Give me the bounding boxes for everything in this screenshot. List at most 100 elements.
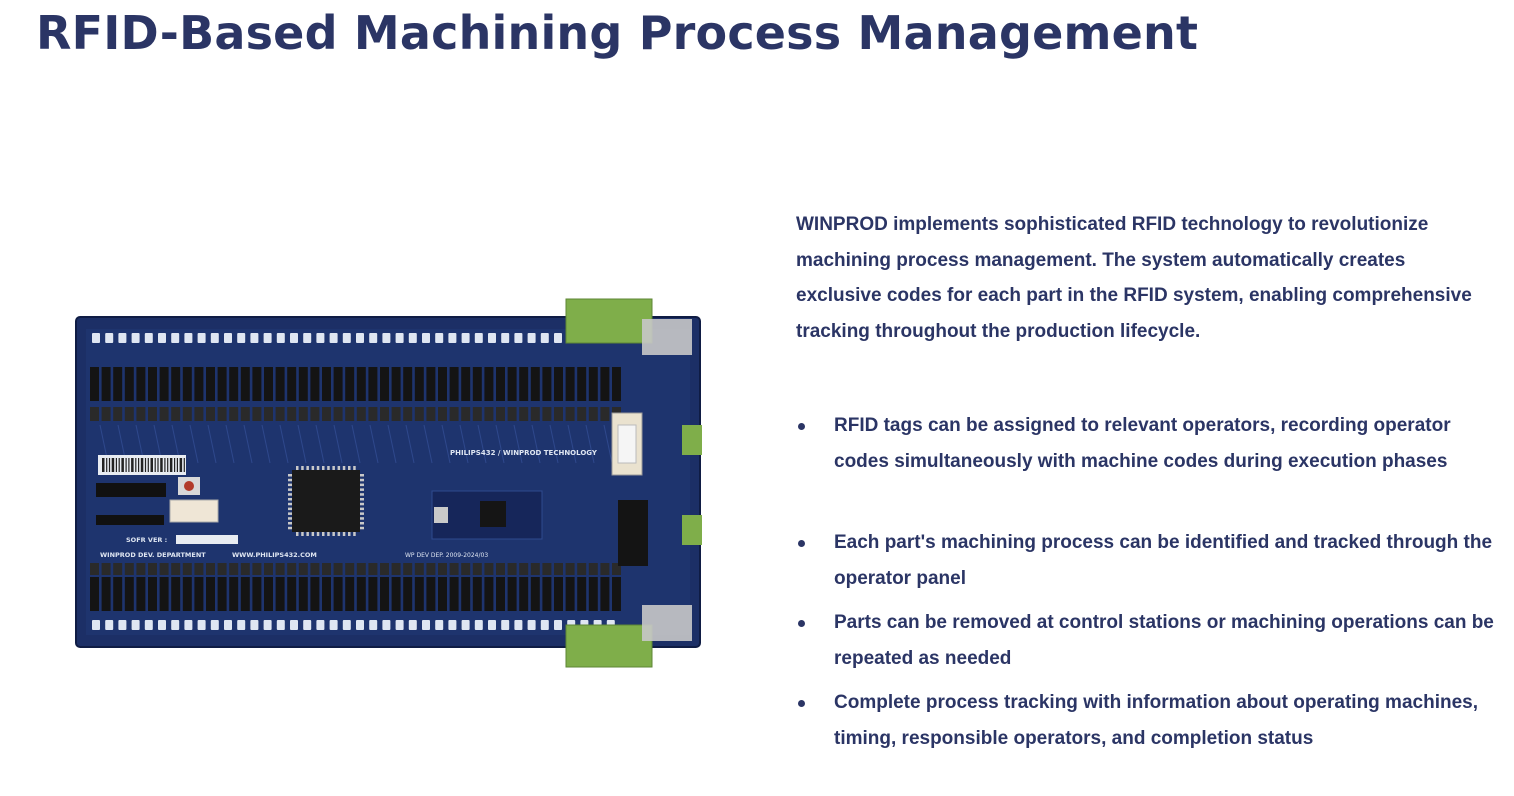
list-item-text: Complete process tracking with informati…	[834, 692, 1478, 749]
terminal	[182, 367, 192, 401]
list-item: RFID tags can be assigned to relevant op…	[796, 408, 1501, 480]
terminal	[90, 577, 99, 611]
ic-pin	[353, 532, 356, 536]
pin	[395, 333, 404, 343]
terminal	[530, 407, 540, 421]
terminal	[507, 407, 517, 421]
trace	[477, 424, 487, 464]
terminal	[240, 367, 250, 401]
terminal	[113, 577, 123, 611]
terminal	[600, 577, 610, 611]
terminal	[206, 407, 215, 421]
pcb-board-illustration: PHILIPS432 / WINPROD TECHNOLOGY WINPROD …	[75, 298, 702, 668]
terminal	[148, 407, 157, 421]
pin	[395, 620, 404, 630]
trace	[567, 424, 577, 464]
pin	[210, 333, 219, 343]
barcode-bar	[131, 458, 134, 472]
silk-web: WWW.PHILIPS432.COM	[232, 551, 317, 559]
terminal	[136, 563, 146, 575]
ic-pin	[332, 532, 335, 536]
barcode-bar	[169, 458, 173, 472]
terminal	[507, 577, 517, 611]
terminal	[310, 407, 320, 421]
usb-port	[434, 507, 448, 523]
terminal	[182, 563, 192, 575]
trace	[423, 424, 433, 464]
ic-pin	[360, 507, 364, 511]
terminal	[182, 407, 192, 421]
terminal	[287, 577, 297, 611]
bottom-terminal-row	[90, 563, 621, 611]
terminal	[275, 577, 285, 611]
pin	[303, 333, 312, 343]
terminal	[113, 563, 123, 575]
terminal	[577, 577, 587, 611]
intro-paragraph: WINPROD implements sophisticated RFID te…	[796, 214, 1472, 342]
terminal	[461, 577, 471, 611]
bullet-icon	[798, 620, 805, 627]
terminal	[519, 577, 529, 611]
terminal	[426, 367, 436, 401]
terminal	[588, 577, 598, 611]
pin	[290, 333, 298, 343]
pin	[448, 333, 457, 343]
ic-pin	[337, 532, 341, 536]
silk-company: PHILIPS432 / WINPROD TECHNOLOGY	[450, 449, 598, 457]
terminal	[252, 407, 262, 421]
pin	[290, 620, 298, 630]
pin	[356, 620, 364, 630]
terminal	[240, 563, 250, 575]
terminal	[449, 563, 459, 575]
terminal	[461, 367, 471, 401]
terminal	[148, 577, 157, 611]
pin	[171, 333, 180, 343]
terminal	[600, 563, 610, 575]
pin	[118, 333, 127, 343]
terminal	[182, 577, 192, 611]
pcb-traces	[99, 424, 631, 464]
barcode-bar	[118, 458, 120, 472]
terminal	[414, 407, 424, 421]
pin	[144, 333, 153, 343]
terminal	[252, 367, 262, 401]
trace	[351, 424, 361, 464]
pin	[554, 333, 562, 343]
terminal	[426, 577, 436, 611]
barcode-bar	[121, 458, 124, 472]
terminal	[530, 367, 540, 401]
trace	[549, 424, 559, 464]
terminal	[519, 563, 529, 575]
terminal	[380, 367, 389, 401]
terminal	[171, 407, 181, 421]
terminal	[438, 563, 447, 575]
pin	[408, 333, 417, 343]
terminal	[612, 367, 621, 401]
terminal	[333, 367, 343, 401]
terminal	[426, 407, 436, 421]
trace	[315, 424, 325, 464]
terminal	[229, 367, 239, 401]
terminal	[322, 577, 331, 611]
terminal	[264, 577, 273, 611]
ic-pin	[342, 466, 346, 470]
pin	[118, 620, 127, 630]
terminal	[217, 563, 227, 575]
terminal	[113, 367, 123, 401]
ic-pin	[322, 532, 325, 536]
terminal	[484, 367, 494, 401]
trace	[243, 424, 253, 464]
silk-dept: WINPROD DEV. DEPARTMENT	[100, 551, 206, 559]
ic-pin	[327, 466, 330, 470]
terminal	[472, 407, 482, 421]
ic-pin	[288, 517, 292, 520]
terminal	[368, 367, 378, 401]
terminal	[496, 563, 505, 575]
pin	[382, 620, 391, 630]
terminal	[310, 577, 320, 611]
mount-plate-top	[642, 319, 692, 355]
terminal	[206, 577, 215, 611]
terminal	[240, 407, 250, 421]
terminal	[322, 367, 331, 401]
terminal	[565, 563, 575, 575]
